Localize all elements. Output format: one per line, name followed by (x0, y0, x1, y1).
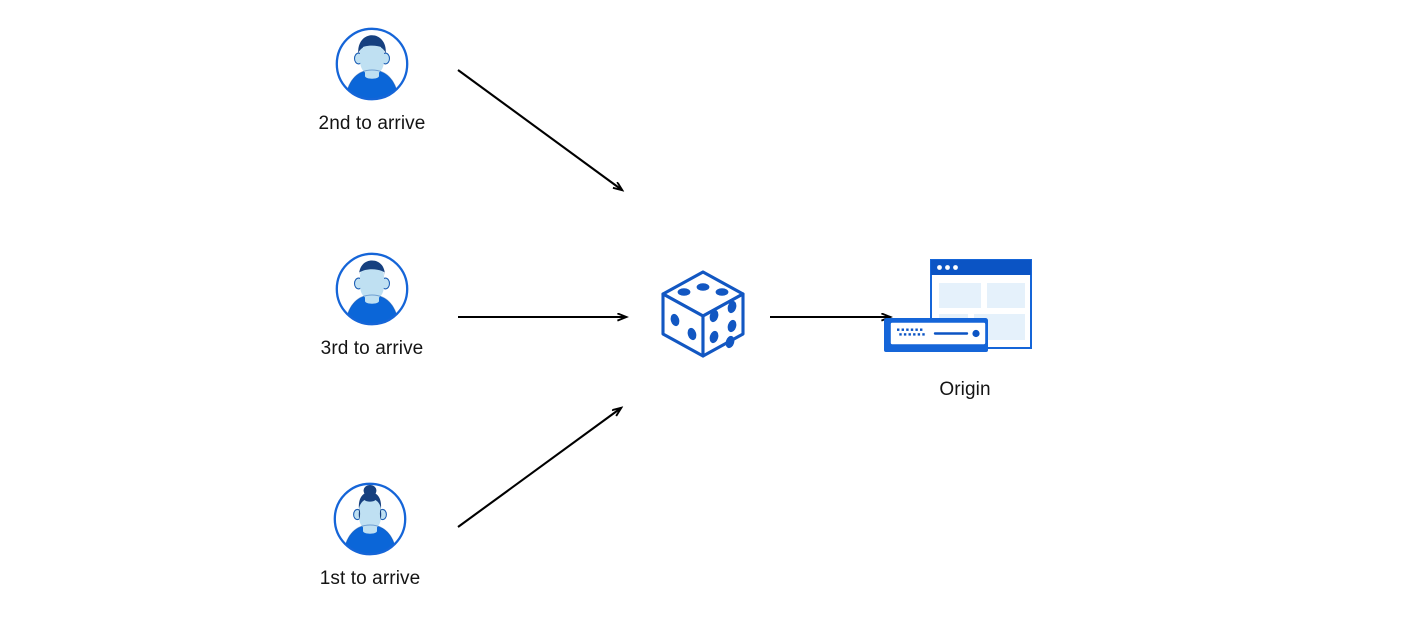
node-randomizer[interactable] (648, 264, 758, 364)
node-label-visitor-2nd: 2nd to arrive (318, 113, 426, 134)
node-label-visitor-1st: 1st to arrive (319, 568, 421, 589)
person-avatar-icon (333, 482, 407, 556)
node-visitor-1st[interactable]: 1st to arrive (290, 481, 450, 590)
person-avatar-icon (335, 252, 409, 326)
dice-icon (661, 270, 745, 358)
arrow-2nd-to-dice (457, 69, 622, 190)
node-label-visitor-3rd: 3rd to arrive (320, 338, 424, 359)
node-origin[interactable]: Origin (875, 252, 1055, 401)
origin-server-icon (884, 259, 1032, 352)
node-label-origin: Origin (939, 379, 991, 400)
node-visitor-2nd[interactable]: 2nd to arrive (292, 26, 452, 135)
arrow-1st-to-dice (457, 408, 621, 528)
node-visitor-3rd[interactable]: 3rd to arrive (292, 251, 452, 360)
person-avatar-icon (335, 27, 409, 101)
server-device-icon (884, 318, 988, 352)
